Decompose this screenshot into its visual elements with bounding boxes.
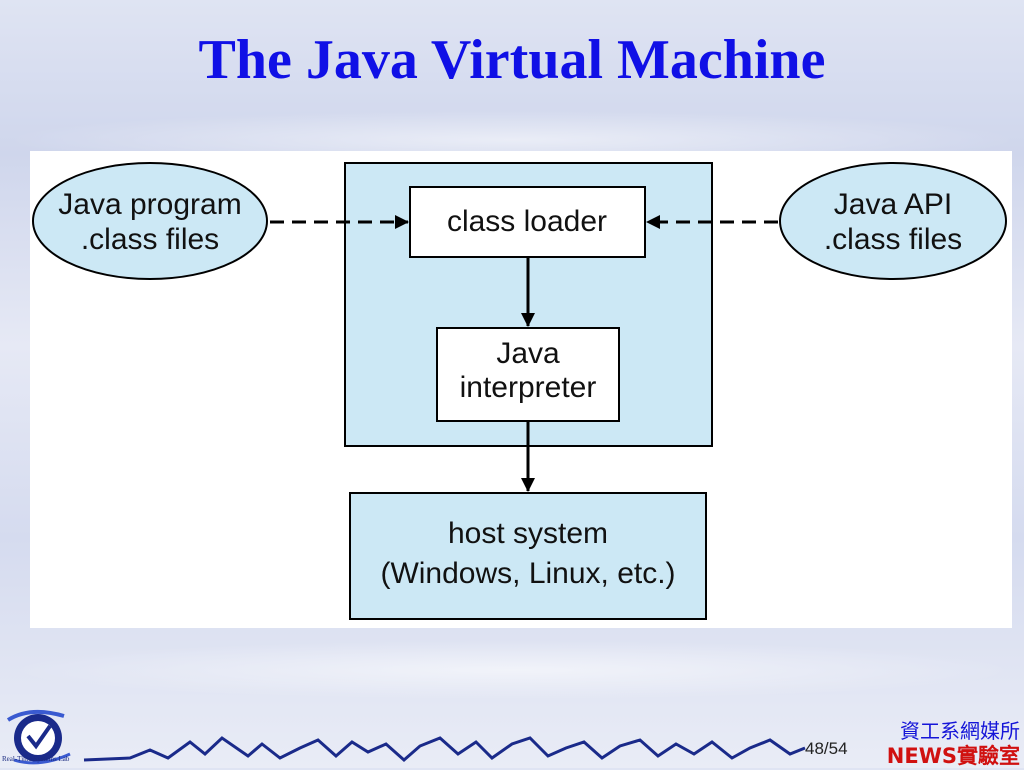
- java-program-node: [32, 162, 268, 280]
- java-interpreter-label-line1: Java: [496, 337, 560, 370]
- page-current: 48: [805, 739, 824, 758]
- java-interpreter-node: [436, 327, 620, 422]
- class-loader-label: class loader: [447, 205, 607, 238]
- department-name: 資工系網媒所: [900, 719, 1020, 743]
- footer-decoration: [6, 709, 806, 765]
- jvm-diagram: Java program .class files Java API .clas…: [32, 162, 1007, 620]
- java-program-label-line2: .class files: [81, 223, 219, 256]
- lab-name: NEWS實驗室: [886, 744, 1020, 768]
- java-api-node: [779, 162, 1007, 280]
- java-api-label-line1: Java API: [834, 188, 952, 221]
- java-program-label-line1: Java program: [58, 188, 241, 221]
- java-interpreter-label-line2: interpreter: [460, 371, 597, 404]
- host-system-label-line1: host system: [448, 517, 608, 550]
- diagram-panel: Java program .class files Java API .clas…: [30, 151, 1012, 628]
- lab-logo-caption: Real-Time Systems Lab: [2, 755, 70, 763]
- lab-logo: [6, 709, 71, 765]
- slide-title: The Java Virtual Machine: [198, 29, 826, 91]
- page-total: /54: [823, 739, 848, 758]
- java-api-label-line2: .class files: [824, 223, 962, 256]
- host-system-label-line2: (Windows, Linux, etc.): [380, 557, 675, 590]
- page-number: 48/54: [805, 739, 848, 759]
- background-cloud: [0, 640, 1024, 700]
- host-system-node: [349, 492, 707, 620]
- class-loader-node: [409, 186, 646, 258]
- skyline-decoration: [83, 736, 806, 762]
